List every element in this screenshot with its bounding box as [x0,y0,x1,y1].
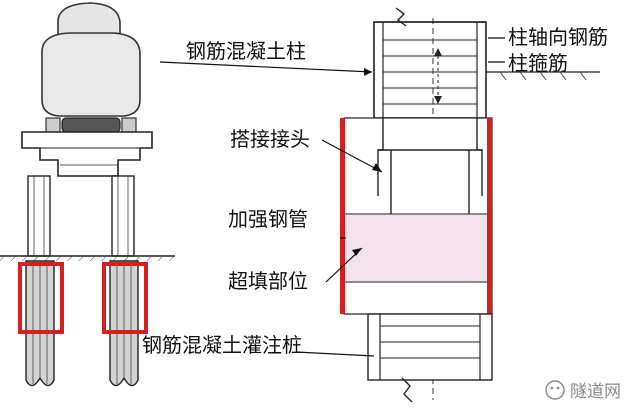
right-column [111,175,135,257]
left-elevation [0,2,175,387]
label-lap-joint: 搭接接头 [230,127,310,151]
watermark: 隧道网 [545,380,621,402]
wechat-icon [545,380,565,400]
cap-beam [21,131,153,177]
vehicle-body [57,2,121,39]
stirrup-lines [383,39,477,105]
right-detail [340,7,600,403]
label-bored-pile: 钢筋混凝土灌注桩 [142,333,302,357]
break-mark-bottom [401,377,413,403]
vehicle-cabin [41,32,141,117]
label-steel-tube: 加强钢管 [228,207,308,231]
leader-lines [159,37,505,357]
label-rc-column: 钢筋混凝土柱 [186,39,306,63]
detail-pile [367,313,493,381]
break-mark-top [395,7,407,27]
labels: 钢筋混凝土柱 柱轴向钢筋 柱箍筋 搭接接头 加强钢管 超填部位 钢筋混凝土灌注桩 [142,25,608,357]
vehicle-bogie [61,117,121,133]
label-axial-rebar: 柱轴向钢筋 [508,25,608,49]
label-overfill: 超填部位 [228,269,308,293]
steel-tube-wall-right [487,118,492,314]
highlight-box-right [102,262,148,334]
watermark-text: 隧道网 [570,382,621,402]
lap-joint-bars [377,118,483,214]
steel-tube-wall-left [340,118,345,314]
left-column [27,175,51,257]
overfill-zone [345,214,491,282]
label-stirrup: 柱箍筋 [508,51,568,75]
highlight-box-left [18,262,64,334]
